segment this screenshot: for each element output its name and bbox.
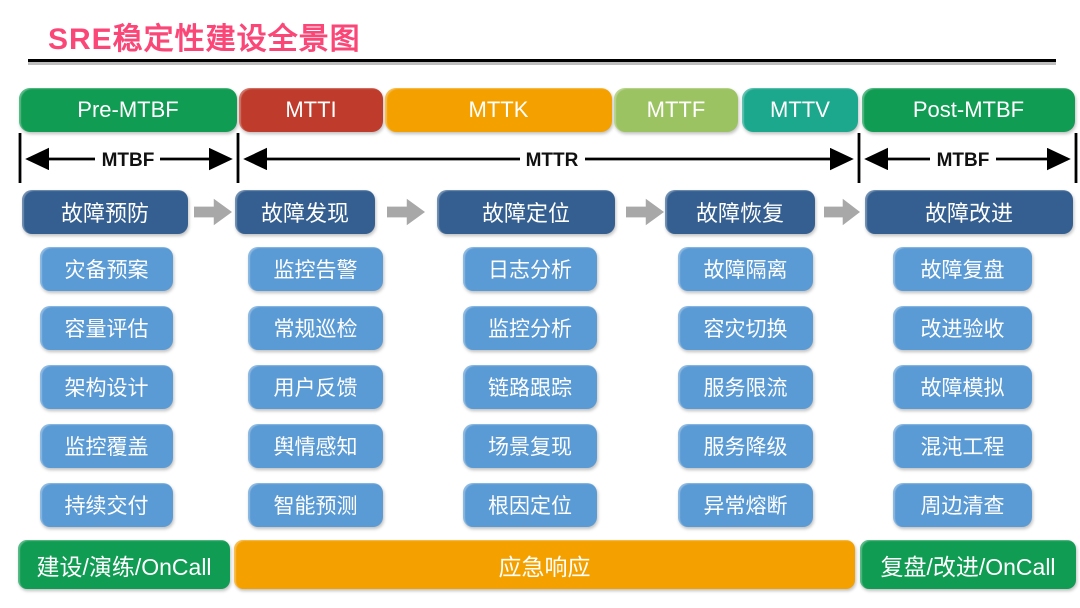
phase-bar-mttv: MTTV bbox=[742, 88, 858, 132]
dimension-ticks bbox=[18, 133, 1078, 183]
phase-bar-mttf: MTTF bbox=[614, 88, 738, 132]
mtbf-right-dimension: MTBF bbox=[864, 147, 1071, 171]
phase-bar-mttk: MTTK bbox=[385, 88, 612, 132]
practice-item: 用户反馈 bbox=[248, 365, 383, 409]
title-underline bbox=[28, 59, 1056, 62]
practice-item: 异常熔断 bbox=[678, 483, 813, 527]
practice-item: 智能预测 bbox=[248, 483, 383, 527]
practice-item: 场景复现 bbox=[463, 424, 597, 468]
practice-item: 日志分析 bbox=[463, 247, 597, 291]
practice-item: 故障复盘 bbox=[893, 247, 1032, 291]
practice-item: 持续交付 bbox=[40, 483, 173, 527]
practice-item: 改进验收 bbox=[893, 306, 1032, 350]
footer-bar-review-oncall: 复盘/改进/OnCall bbox=[860, 540, 1076, 589]
practice-item: 监控覆盖 bbox=[40, 424, 173, 468]
practice-item: 架构设计 bbox=[40, 365, 173, 409]
metric-arrow-layer: MTBF MTTR MTBF bbox=[18, 133, 1078, 183]
mtbf-right-label: MTBF bbox=[937, 150, 990, 171]
practice-item: 常规巡检 bbox=[248, 306, 383, 350]
flow-stage-localization: 故障定位 bbox=[437, 190, 615, 234]
mtbf-left-label: MTBF bbox=[102, 150, 155, 171]
mttr-label: MTTR bbox=[526, 150, 579, 171]
phase-bar-mtti: MTTI bbox=[239, 88, 383, 132]
mtbf-left-dimension: MTBF bbox=[25, 147, 233, 171]
practice-item: 周边清查 bbox=[893, 483, 1032, 527]
practice-item: 容灾切换 bbox=[678, 306, 813, 350]
practice-item: 链路跟踪 bbox=[463, 365, 597, 409]
practice-item: 监控告警 bbox=[248, 247, 383, 291]
practice-item: 混沌工程 bbox=[893, 424, 1032, 468]
practice-item: 监控分析 bbox=[463, 306, 597, 350]
arrow-right-icon bbox=[194, 198, 232, 226]
flow-stage-prevention: 故障预防 bbox=[22, 190, 188, 234]
phase-bar-post-mtbf: Post-MTBF bbox=[862, 88, 1075, 132]
practice-item: 故障模拟 bbox=[893, 365, 1032, 409]
footer-bar-build-oncall: 建设/演练/OnCall bbox=[18, 540, 230, 589]
flow-stage-improvement: 故障改进 bbox=[865, 190, 1073, 234]
phase-bar-pre-mtbf: Pre-MTBF bbox=[19, 88, 237, 132]
mttr-dimension: MTTR bbox=[243, 147, 854, 171]
flow-stage-detection: 故障发现 bbox=[235, 190, 375, 234]
practice-item: 服务降级 bbox=[678, 424, 813, 468]
arrow-right-icon bbox=[387, 198, 425, 226]
page-title: SRE稳定性建设全景图 bbox=[48, 23, 361, 56]
practice-item: 容量评估 bbox=[40, 306, 173, 350]
practice-item: 灾备预案 bbox=[40, 247, 173, 291]
practice-item: 故障隔离 bbox=[678, 247, 813, 291]
flow-stage-recovery: 故障恢复 bbox=[665, 190, 815, 234]
practice-item: 服务限流 bbox=[678, 365, 813, 409]
practice-item: 舆情感知 bbox=[248, 424, 383, 468]
arrow-right-icon bbox=[626, 198, 664, 226]
arrow-right-icon bbox=[824, 198, 860, 226]
practice-item: 根因定位 bbox=[463, 483, 597, 527]
footer-bar-emergency-response: 应急响应 bbox=[234, 540, 855, 589]
